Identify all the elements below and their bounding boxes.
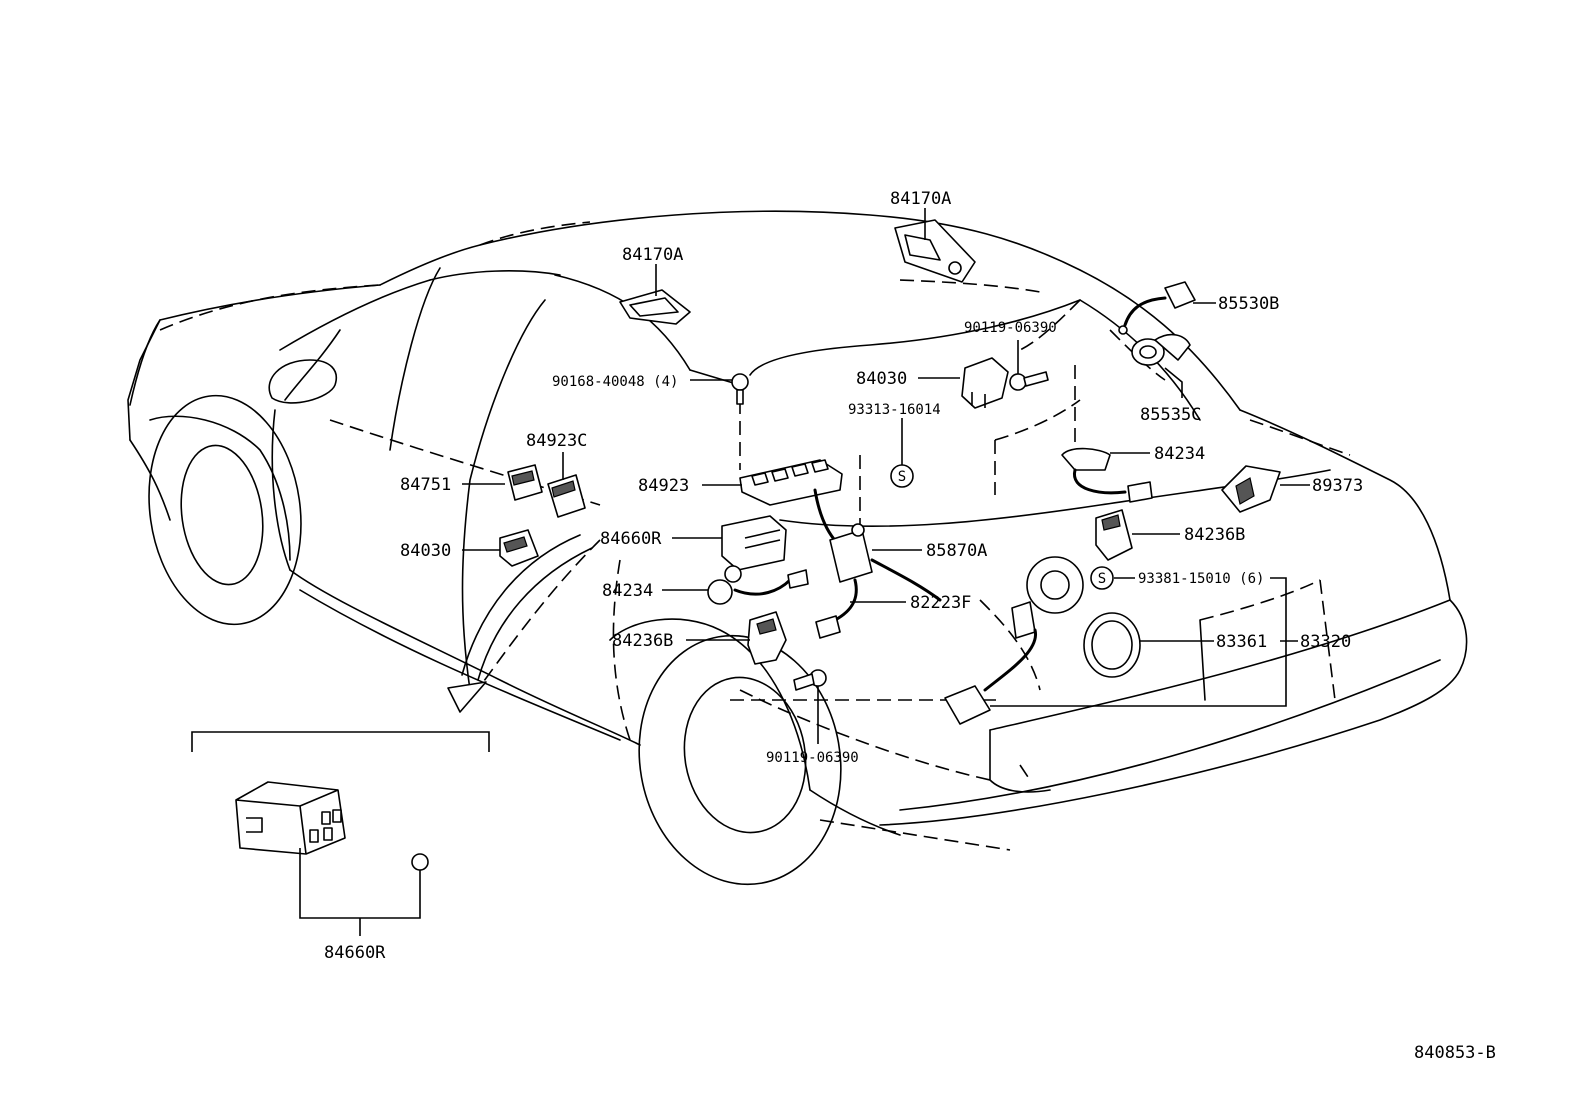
label-84234-left: 84234 <box>602 581 653 601</box>
label-84236b-right: 84236B <box>1184 525 1245 545</box>
label-84236b-left: 84236B <box>612 631 673 651</box>
relay-84030-left <box>499 529 539 567</box>
label-84234-right: 84234 <box>1154 444 1205 464</box>
car-body-outline <box>127 210 1468 886</box>
s-symbol-2: S <box>1090 566 1114 590</box>
label-84030-rear: 84030 <box>856 369 907 389</box>
label-93313-16014: 93313-16014 <box>848 402 941 418</box>
label-84660r-bottom: 84660R <box>324 943 386 963</box>
label-84170a-front: 84170A <box>622 245 683 265</box>
sensor-84170a-front <box>619 289 691 325</box>
wire-82223f <box>815 578 858 639</box>
label-84660r-top: 84660R <box>600 529 662 549</box>
switch-84923c <box>547 474 586 518</box>
s-symbol-label-2: S <box>1098 571 1106 587</box>
label-83361: 83361 <box>1216 632 1267 652</box>
part-labels: 84170A 84170A 85530B 85535C 90119-06390 … <box>324 189 1496 1063</box>
label-85870a: 85870A <box>926 541 987 561</box>
label-84751: 84751 <box>400 475 451 495</box>
switch-84234-left <box>707 565 809 605</box>
switch-84660r-center <box>721 515 787 571</box>
socket-85535c <box>1131 333 1191 366</box>
switch-84236b-right <box>1095 509 1133 561</box>
label-84923: 84923 <box>638 476 689 496</box>
bulb-85530b <box>1118 281 1196 335</box>
label-90168-40048: 90168-40048 (4) <box>552 374 678 390</box>
bolt-90119-top <box>1009 371 1049 391</box>
hidden-lines <box>159 221 1351 851</box>
s-symbol-label-1: S <box>898 469 906 485</box>
label-82223f: 82223F <box>910 593 971 613</box>
module-85870a <box>829 523 942 602</box>
screw-90168 <box>731 373 749 405</box>
label-90119-06390-bottom: 90119-06390 <box>766 750 859 766</box>
diagram-id: 840853-B <box>1414 1043 1496 1063</box>
ring-83361 <box>1083 612 1141 678</box>
bolt-90119-bottom <box>793 669 827 691</box>
opener-84234-right <box>1061 447 1153 503</box>
switch-84751 <box>507 464 543 501</box>
label-84923c: 84923C <box>526 431 587 451</box>
switch-89373 <box>1221 465 1281 513</box>
label-84030-left: 84030 <box>400 541 451 561</box>
label-84170a-rear: 84170A <box>890 189 951 209</box>
label-89373: 89373 <box>1312 476 1363 496</box>
inset-arrow <box>447 534 593 713</box>
relay-84030-rear <box>961 357 1009 409</box>
inset-switch-84660r <box>235 781 429 871</box>
label-85530b: 85530B <box>1218 294 1279 314</box>
label-90119-06390-top: 90119-06390 <box>964 320 1057 336</box>
leader-lines <box>299 208 1310 936</box>
s-symbol-1: S <box>890 464 914 488</box>
fuel-lid-lock-assy <box>944 556 1084 725</box>
sensor-84170a-rear <box>894 219 976 283</box>
label-93381-15010: 93381-15010 (6) <box>1138 571 1264 587</box>
switch-84236b-left <box>747 611 787 665</box>
label-83320: 83320 <box>1300 632 1351 652</box>
label-85535c: 85535C <box>1140 405 1201 425</box>
inset-bracket <box>191 731 490 752</box>
switch-84923 <box>739 459 852 557</box>
